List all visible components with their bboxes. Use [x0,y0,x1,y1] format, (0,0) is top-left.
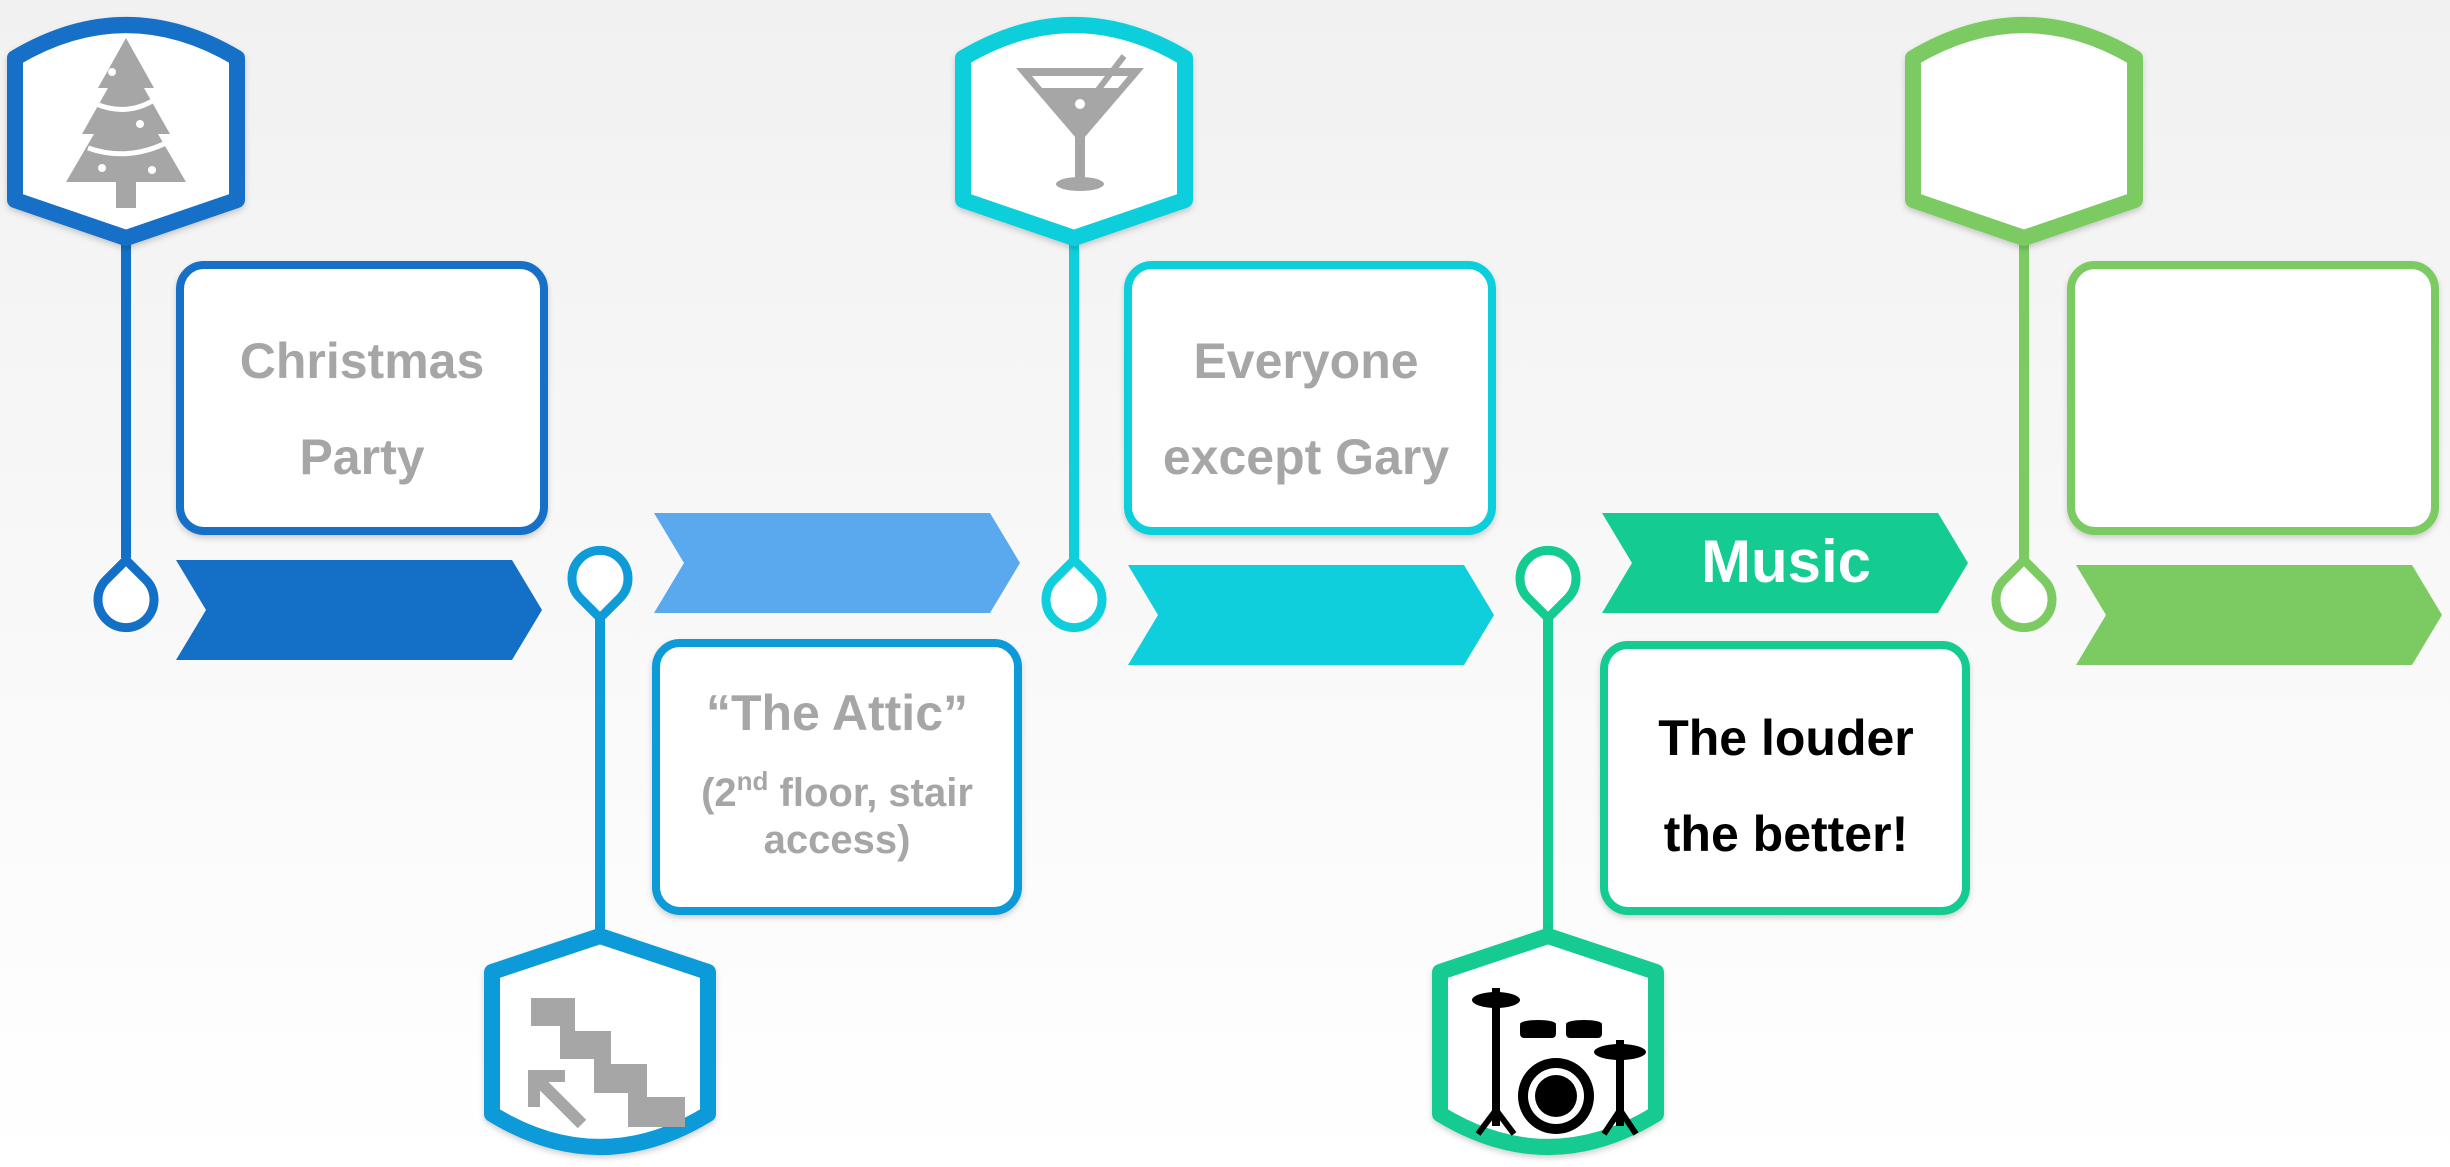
connector-pin [567,545,633,625]
drum-kit-icon [1472,988,1646,1136]
content-box [2067,261,2439,535]
box-subtitle-line-1: (2nd floor, stair [701,766,973,815]
cocktail-icon [1016,54,1144,191]
stairs-icon [528,998,685,1129]
box-subtitle-line-2: access) [764,818,911,862]
step-the-attic: “The Attic” (2nd floor, stair access) [484,513,1022,1155]
connector-pin [1041,553,1107,633]
box-line-1: The louder [1658,710,1914,766]
box-line-1: Christmas [240,333,485,389]
chevron-ribbon [1602,513,1968,613]
content-box [1124,261,1496,535]
step-music: Music The louder the better! [1432,513,1970,1155]
box-line-1: Everyone [1193,333,1418,389]
box-line-2: except Gary [1163,429,1449,485]
step-christmas-party: Christmas Party [7,17,548,660]
ribbon-label: Music [1701,528,1871,595]
box-line-2: the better! [1664,806,1908,862]
box-line-2: Party [299,429,424,485]
chevron-ribbon [654,513,1020,613]
connector-pin [1515,545,1581,625]
box-sub-post: floor, stair [768,771,973,815]
connector-pin [1991,553,2057,633]
content-box [652,639,1022,915]
connector-pin [93,553,159,633]
box-sub-pre: (2 [701,771,737,815]
content-box [176,261,548,535]
step-everyone-except-gary: Everyone except Gary [955,17,1496,665]
chevron-ribbon [2076,565,2442,665]
chevron-ribbon [176,560,542,660]
icon-shield [1905,17,2143,246]
box-title: “The Attic” [706,685,968,741]
chevron-ribbon [1128,565,1494,665]
christmas-tree-icon [66,38,186,208]
box-sub-sup: nd [737,766,769,796]
content-box [1600,641,1970,915]
step-empty-green [1905,17,2442,665]
